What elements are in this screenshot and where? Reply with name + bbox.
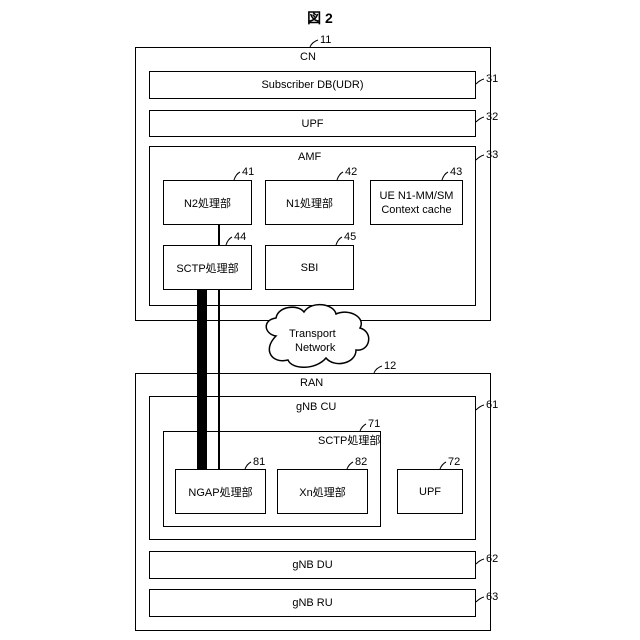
cn-label: CN xyxy=(300,52,316,63)
ran-label: RAN xyxy=(300,378,323,389)
ref-ue-cache: 43 xyxy=(450,167,462,178)
ref-xn: 82 xyxy=(355,457,367,468)
ref-ran-upf: 72 xyxy=(448,457,460,468)
ref-sbi: 45 xyxy=(344,232,356,243)
ref-gnb-cu: 61 xyxy=(486,400,498,411)
ref-amf-sctp: 44 xyxy=(234,232,246,243)
ref-ran-sctp: 71 xyxy=(368,419,380,430)
cn-upf-box: UPF xyxy=(149,110,476,137)
ran-upf-box: UPF xyxy=(397,469,463,514)
amf-label: AMF xyxy=(298,152,321,163)
transport-network-line2: Network xyxy=(295,343,335,354)
ue-context-cache-line2: Context cache xyxy=(381,203,451,217)
ref-cn: 11 xyxy=(320,35,331,46)
xn-processing-box: Xn処理部 xyxy=(277,469,368,514)
gnb-ru-box: gNB RU xyxy=(149,589,476,617)
ref-gnb-du: 62 xyxy=(486,554,498,565)
gnb-du-label: gNB DU xyxy=(292,559,332,571)
xn-processing-label: Xn処理部 xyxy=(299,484,345,500)
n2-processing-box: N2処理部 xyxy=(163,180,252,225)
gnb-du-box: gNB DU xyxy=(149,551,476,579)
ngap-processing-label: NGAP処理部 xyxy=(188,484,252,500)
gnb-ru-label: gNB RU xyxy=(292,597,332,609)
ref-amf: 33 xyxy=(486,150,498,161)
subscriber-db-box: Subscriber DB(UDR) xyxy=(149,71,476,99)
ran-sctp-processing-label: SCTP処理部 xyxy=(318,436,380,447)
ref-subscriber-db: 31 xyxy=(486,74,498,85)
ran-upf-label: UPF xyxy=(419,486,441,498)
ref-n2: 41 xyxy=(242,167,254,178)
ref-cn-upf: 32 xyxy=(486,112,498,123)
gnb-cu-label: gNB CU xyxy=(296,402,336,413)
subscriber-db-label: Subscriber DB(UDR) xyxy=(261,79,363,91)
ngap-processing-box: NGAP処理部 xyxy=(175,469,266,514)
transport-network-line1: Transport xyxy=(289,329,336,340)
ref-n1: 42 xyxy=(345,167,357,178)
cn-upf-label: UPF xyxy=(302,118,324,130)
n2-processing-label: N2処理部 xyxy=(184,195,231,211)
amf-sctp-processing-label: SCTP処理部 xyxy=(176,260,238,276)
ue-context-cache-line1: UE N1-MM/SM xyxy=(380,189,454,203)
n1-processing-label: N1処理部 xyxy=(286,195,333,211)
sbi-label: SBI xyxy=(301,262,319,274)
ue-context-cache-box: UE N1-MM/SM Context cache xyxy=(370,180,463,225)
amf-sctp-processing-box: SCTP処理部 xyxy=(163,245,252,290)
n1-processing-box: N1処理部 xyxy=(265,180,354,225)
ref-ran: 12 xyxy=(384,361,396,372)
sbi-box: SBI xyxy=(265,245,354,290)
ref-gnb-ru: 63 xyxy=(486,592,498,603)
ref-ngap: 81 xyxy=(253,457,265,468)
figure-title: 図 2 xyxy=(0,8,640,28)
